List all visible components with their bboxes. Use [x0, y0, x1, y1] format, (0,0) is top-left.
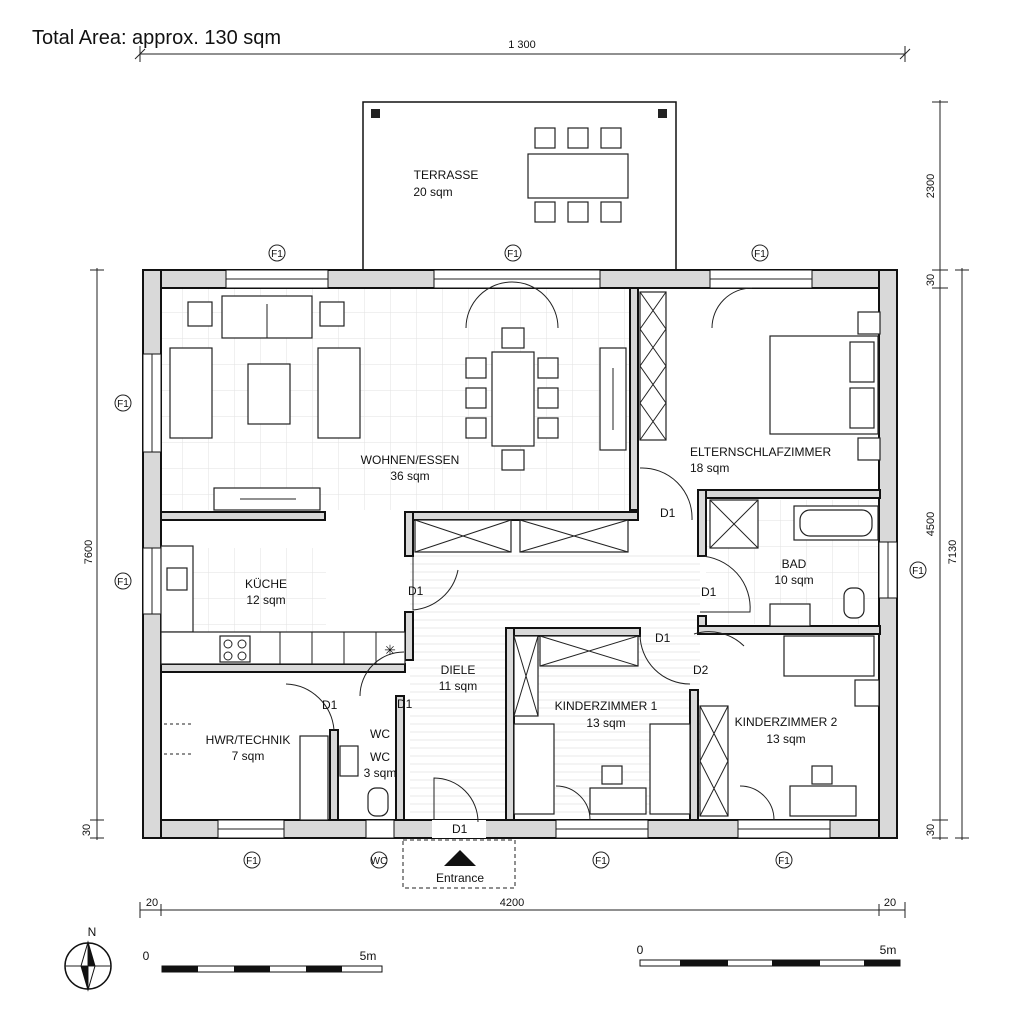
- svg-text:1 300: 1 300: [508, 39, 536, 51]
- svg-text:2300: 2300: [925, 174, 937, 198]
- room-name-hwr: HWR/TECHNIK: [206, 733, 291, 747]
- door-tag: D1: [701, 585, 717, 599]
- door-swings: [285, 467, 775, 823]
- total-area-label: Total Area: approx. 130 sqm: [32, 27, 281, 49]
- room-name-eltern: ELTERNSCHLAFZIMMER: [690, 445, 831, 459]
- bedroom-furniture: [711, 287, 881, 461]
- room-name-wohnen: WOHNEN/ESSEN: [361, 453, 460, 467]
- svg-text:5m: 5m: [360, 949, 377, 963]
- svg-text:WC: WC: [371, 856, 388, 867]
- service-fixtures: [164, 723, 389, 821]
- door-tag: D1: [660, 506, 676, 520]
- svg-text:F1: F1: [778, 856, 790, 867]
- scale-bar: 0 5m: [143, 949, 383, 973]
- svg-text:30: 30: [81, 824, 93, 836]
- room-name-kueche: KÜCHE: [245, 577, 287, 591]
- room-area-bad: 10 sqm: [774, 573, 813, 587]
- entrance: [402, 839, 516, 889]
- room-area-hwr: 7 sqm: [232, 749, 265, 763]
- north-arrow-icon: [64, 940, 112, 992]
- svg-text:F1: F1: [246, 856, 258, 867]
- door-tag-d2: D2: [693, 663, 709, 677]
- outer-walls: [142, 269, 898, 839]
- room-name-bad: BAD: [782, 557, 807, 571]
- svg-text:✳: ✳: [384, 642, 396, 658]
- north-label: N: [88, 925, 97, 939]
- svg-text:4200: 4200: [500, 897, 524, 909]
- svg-text:0: 0: [143, 949, 150, 963]
- svg-text:F1: F1: [912, 566, 924, 577]
- room-name-kinder1: KINDERZIMMER 1: [555, 699, 658, 713]
- svg-text:20: 20: [146, 897, 158, 909]
- svg-text:20: 20: [884, 897, 896, 909]
- floor-kueche: [192, 548, 326, 632]
- svg-text:7130: 7130: [947, 540, 959, 564]
- wc-door-tag: WC: [370, 727, 390, 741]
- door-tag: D1: [397, 697, 413, 711]
- svg-text:F1: F1: [117, 577, 129, 588]
- dimension-top: 1 300: [134, 39, 911, 62]
- living-furniture: [169, 281, 627, 511]
- room-name-kinder2: KINDERZIMMER 2: [735, 715, 838, 729]
- room-name-diele: DIELE: [441, 663, 476, 677]
- scale-bar: 0 5m: [637, 943, 901, 967]
- svg-text:F1: F1: [754, 249, 766, 260]
- svg-text:F1: F1: [117, 399, 129, 410]
- dimension-right: 2300 30 4500 7130 30: [925, 100, 969, 840]
- svg-text:F1: F1: [595, 856, 607, 867]
- bathroom-furniture: [709, 499, 879, 627]
- door-tag: D1: [408, 584, 424, 598]
- dimension-left: 7600 30: [81, 268, 104, 840]
- dimension-bottom: 20 4200 20: [139, 897, 906, 918]
- window-tags: F1 F1 F1 F1 F1 F1 F1 WC F1 F1: [114, 244, 927, 869]
- room-area-wc: 3 sqm: [364, 766, 397, 780]
- room-area-terrasse: 20 sqm: [413, 185, 452, 199]
- svg-text:0: 0: [637, 943, 644, 957]
- svg-text:5m: 5m: [880, 943, 897, 957]
- door-tag: D1: [655, 631, 671, 645]
- entrance-label: Entrance: [436, 871, 484, 885]
- terrace: [362, 101, 677, 273]
- room-area-diele: 11 sqm: [439, 679, 477, 693]
- room-area-wohnen: 36 sqm: [390, 469, 429, 483]
- svg-text:F1: F1: [271, 249, 283, 260]
- room-name-wc: WC: [370, 750, 390, 764]
- room-area-kinder1: 13 sqm: [586, 716, 625, 730]
- kids-furniture: [513, 635, 880, 817]
- room-area-kueche: 12 sqm: [246, 593, 285, 607]
- room-name-terrasse: TERRASSE: [414, 168, 479, 182]
- svg-text:30: 30: [925, 824, 937, 836]
- kitchen-furniture: ✳: [160, 545, 406, 665]
- svg-text:4500: 4500: [925, 512, 937, 536]
- room-area-eltern: 18 sqm: [690, 461, 729, 475]
- wardrobes: [414, 291, 729, 817]
- svg-text:30: 30: [925, 274, 937, 286]
- svg-text:7600: 7600: [83, 540, 95, 564]
- svg-text:F1: F1: [507, 249, 519, 260]
- room-area-kinder2: 13 sqm: [766, 732, 805, 746]
- door-tag: D1: [452, 822, 468, 836]
- interior-walls: [160, 287, 881, 821]
- door-tag: D1: [322, 698, 338, 712]
